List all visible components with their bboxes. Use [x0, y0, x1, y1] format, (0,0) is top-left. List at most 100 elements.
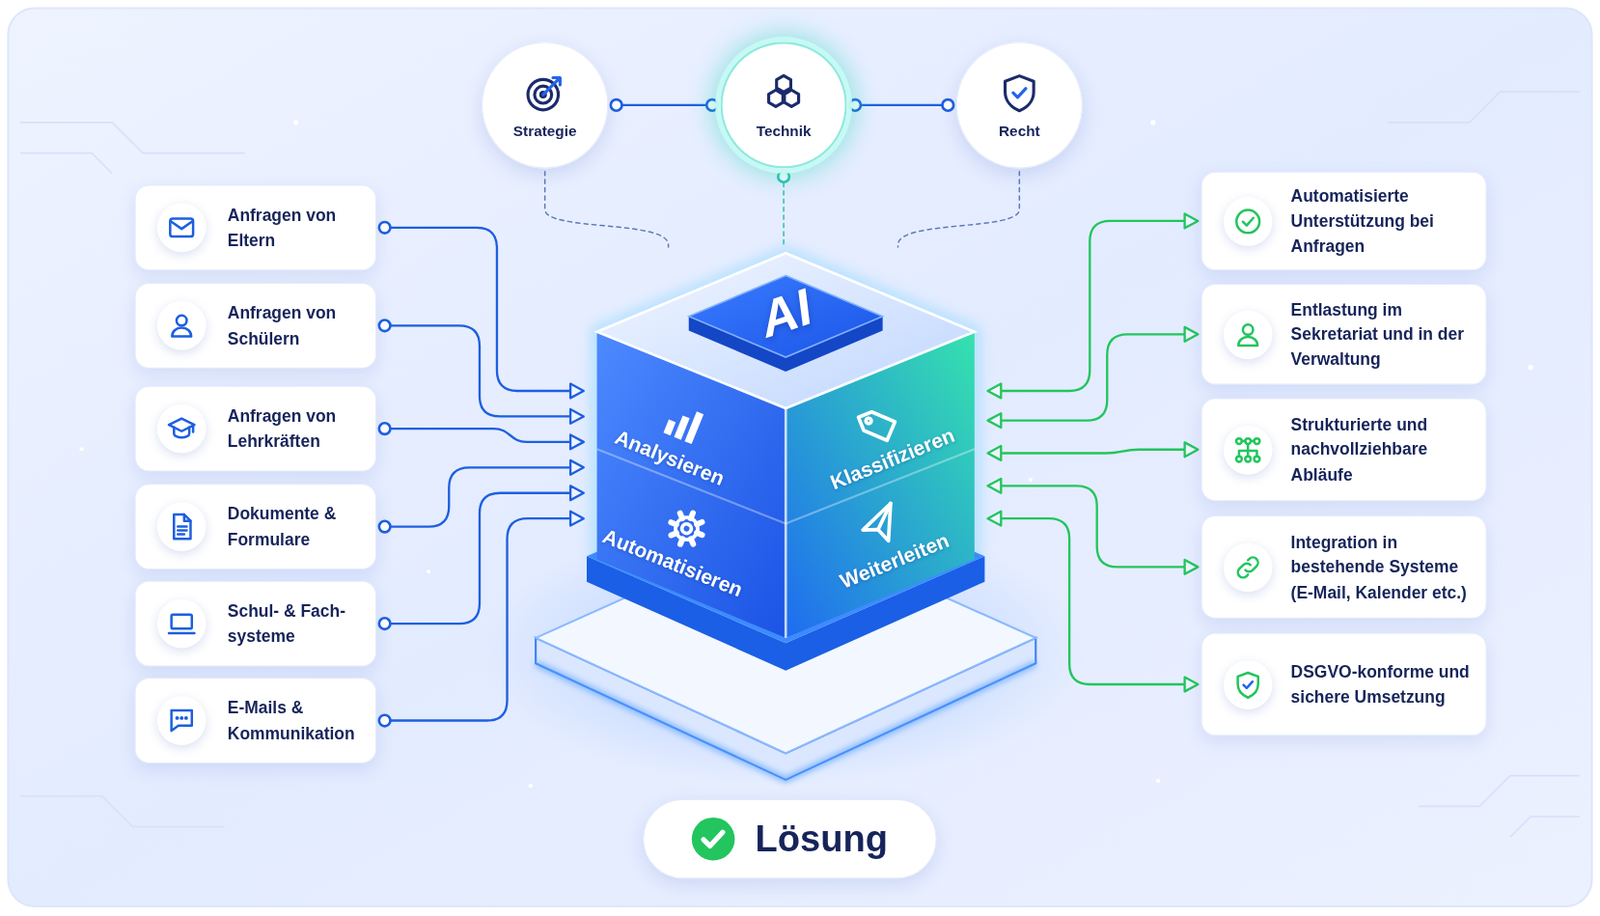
arrowhead — [1185, 214, 1199, 229]
chat-icon — [165, 705, 197, 737]
svg-path — [170, 220, 193, 229]
svg-polygon — [597, 252, 975, 409]
connector-dot — [379, 319, 391, 332]
arrowhead — [570, 460, 584, 475]
net-icon — [1232, 434, 1264, 466]
icon-badge — [1223, 309, 1273, 359]
dashed-link — [545, 171, 669, 248]
arrowhead — [988, 445, 1002, 461]
checkfill-icon — [689, 815, 738, 863]
connector — [777, 170, 790, 248]
svg-path — [20, 796, 224, 828]
arrowhead — [1185, 559, 1199, 575]
icon-badge — [157, 599, 207, 649]
shield-icon — [997, 71, 1041, 114]
svg-path — [20, 122, 246, 154]
connector-dot — [942, 99, 955, 111]
cube-face: Weiterleiten — [782, 459, 990, 619]
connector-dot — [379, 715, 391, 727]
connector-dot — [379, 221, 391, 234]
svg-line — [678, 512, 684, 518]
svg-path — [177, 526, 187, 535]
shield-icon — [1232, 668, 1264, 700]
box-label: Schul- & Fach- systeme — [227, 598, 368, 649]
icon-badge — [157, 501, 207, 552]
input-box: E-Mails & Kommunikation — [135, 677, 378, 764]
svg-path — [857, 404, 900, 446]
laptop-icon — [165, 607, 197, 639]
input-box: Anfragen von Lehrkräften — [135, 386, 378, 472]
svg-rect — [171, 614, 193, 630]
connector-line — [1000, 220, 1185, 391]
cube-face: Klassifizieren — [779, 357, 987, 517]
connector-line — [390, 428, 571, 442]
connector — [988, 511, 1199, 692]
arrowhead — [570, 511, 584, 526]
svg-polygon — [597, 252, 975, 638]
hex-icon — [762, 71, 805, 114]
svg-line — [696, 531, 702, 534]
svg-path — [870, 502, 898, 529]
svg-circle — [1527, 364, 1533, 370]
benefit-box: Strukturierte und nachvollziehbare Abläu… — [1201, 397, 1488, 501]
connector-dot — [849, 99, 861, 111]
ai-cube — [586, 252, 985, 670]
connector-line — [390, 493, 571, 624]
arrowhead — [1185, 677, 1199, 692]
input-box: Schul- & Fach- systeme — [135, 580, 378, 667]
svg-circle — [1028, 477, 1033, 482]
arrowhead — [570, 485, 584, 500]
svg-rect — [169, 219, 194, 238]
box-label: Anfragen von Schülern — [227, 300, 368, 351]
dashed-link — [898, 171, 1021, 248]
ai-cube-node: AIAnalysierenKlassifizierenAutomatisiere… — [586, 249, 985, 679]
user-icon — [165, 309, 197, 341]
svg-path — [1238, 671, 1259, 697]
svg-line — [671, 522, 677, 525]
cube-face: Analysieren — [575, 356, 782, 516]
connector-dot — [777, 170, 790, 183]
arrowhead — [570, 384, 584, 399]
svg-path — [20, 153, 112, 174]
svg-circle — [528, 783, 533, 788]
svg-path — [1418, 775, 1580, 807]
icon-badge — [157, 695, 207, 745]
connector — [610, 99, 718, 111]
circuit-lines — [20, 91, 1580, 837]
connector-line — [390, 325, 571, 416]
svg-path — [1238, 562, 1251, 578]
arrowhead — [988, 511, 1002, 526]
ai-label: AI — [709, 264, 863, 363]
connector-dot — [379, 422, 391, 435]
svg-path — [173, 514, 191, 539]
svg-polygon — [769, 89, 784, 107]
svg-path — [1239, 441, 1258, 457]
svg-circle — [176, 315, 188, 327]
solution-label: Lösung — [754, 817, 887, 860]
connector-line — [860, 104, 942, 107]
icon-badge — [157, 301, 207, 351]
technology-circle: Technik — [720, 41, 848, 168]
connector-line — [1000, 333, 1185, 420]
connector — [988, 441, 1199, 461]
icon-badge — [1223, 196, 1273, 247]
svg-line — [680, 538, 683, 544]
svg-path — [171, 710, 193, 731]
connector-line — [622, 104, 707, 107]
svg-circle — [680, 522, 693, 535]
svg-path — [168, 418, 194, 432]
circle-label: Recht — [998, 122, 1041, 139]
svg-path — [192, 425, 195, 433]
strategy-circle: Strategie — [481, 41, 608, 168]
svg-path — [1243, 681, 1253, 689]
icon-badge — [157, 202, 207, 252]
svg-line — [784, 408, 788, 638]
svg-circle — [691, 817, 736, 861]
svg-path — [184, 514, 192, 522]
arrowhead — [988, 384, 1002, 399]
arrowhead — [1185, 327, 1199, 342]
icon-badge — [1223, 542, 1273, 592]
cap-icon — [165, 413, 197, 444]
